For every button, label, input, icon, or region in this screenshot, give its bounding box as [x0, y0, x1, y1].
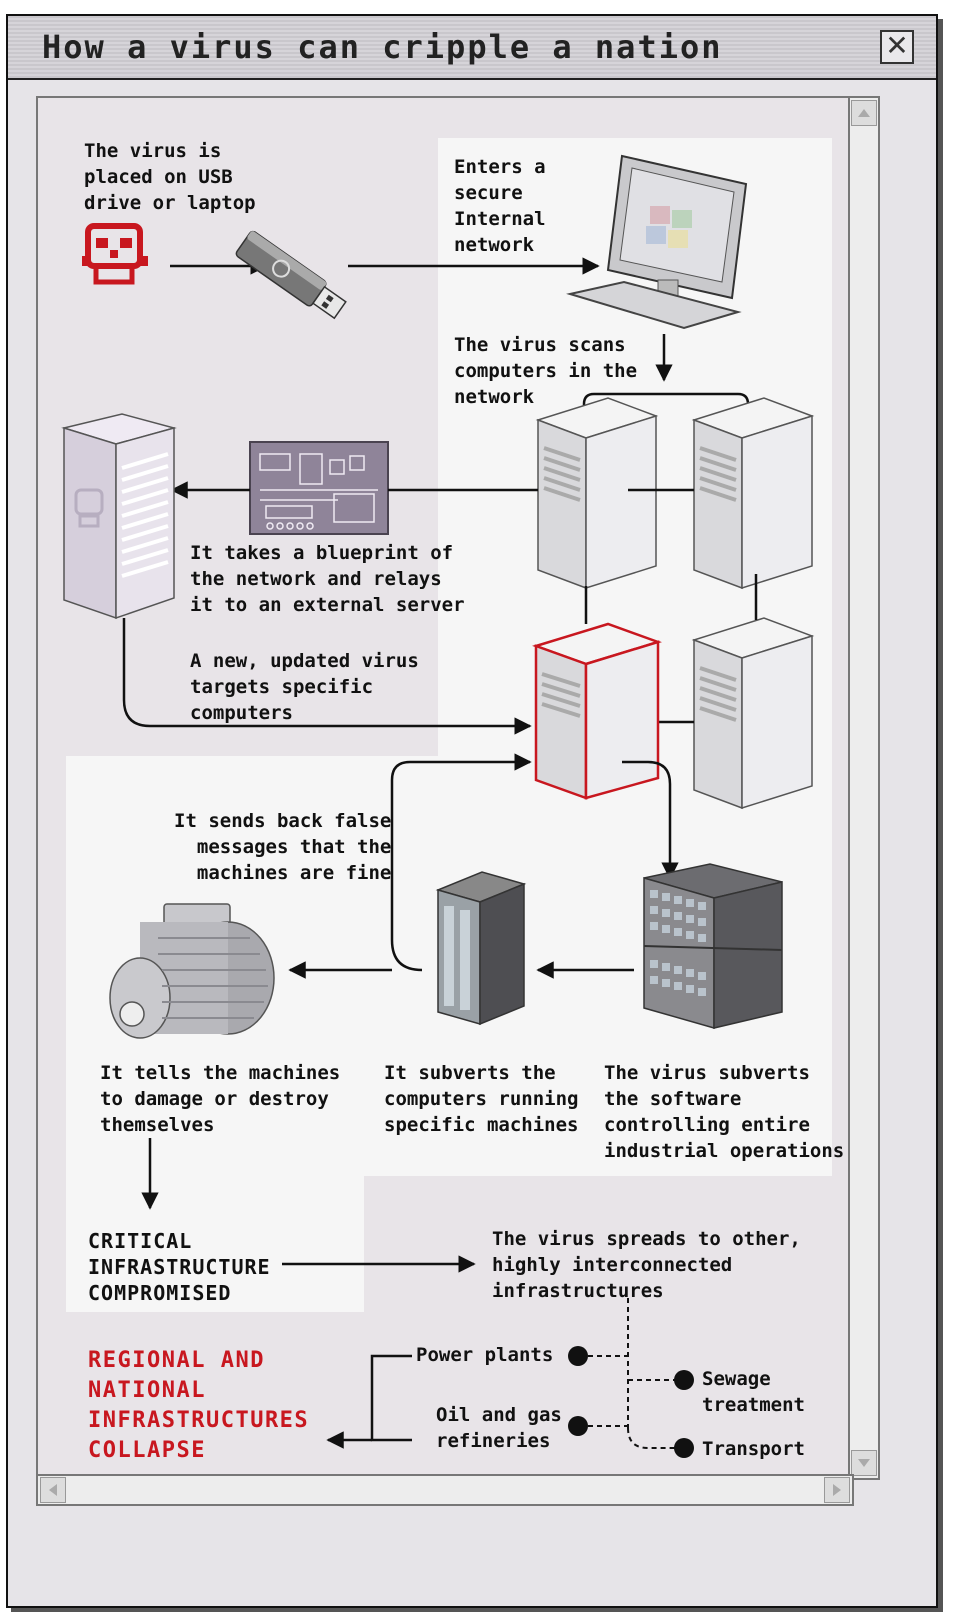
server-icon [692, 616, 814, 810]
title-bar[interactable]: How a virus can cripple a nation ✕ [8, 16, 936, 80]
skull-icon [82, 223, 148, 285]
scroll-right-button[interactable] [824, 1477, 850, 1503]
machine-computer-icon [435, 871, 527, 1026]
close-icon: ✕ [885, 29, 909, 62]
refineries-label: Oil and gas refineries [436, 1404, 562, 1452]
step-subverts-computers-label: It subverts the computers running specif… [384, 1062, 579, 1136]
server-icon [692, 396, 814, 590]
usb-drive-icon [235, 230, 347, 320]
flow-diagram [61, 154, 814, 1458]
refineries-node [568, 1416, 588, 1436]
triangle-left-icon [49, 1484, 57, 1496]
desktop-computer-icon [566, 154, 748, 330]
step-subverts-software-label: The virus subverts the software controll… [604, 1062, 845, 1162]
external-server-icon [61, 413, 177, 620]
critical-panel [66, 1176, 364, 1312]
critical-infrastructure-label: CRITICAL INFRASTRUCTURE COMPROMISED [88, 1229, 271, 1305]
transport-node [674, 1438, 694, 1458]
collapse-label: REGIONAL AND NATIONAL INFRASTRUCTURES CO… [88, 1348, 310, 1463]
window-title: How a virus can cripple a nation [42, 28, 723, 66]
sewage-label: Sewage treatment [702, 1368, 805, 1416]
triangle-down-icon [858, 1459, 870, 1467]
step-tells-label: It tells the machines to damage or destr… [100, 1062, 341, 1136]
diagram-canvas: The virus is placed on USB drive or lapt… [36, 96, 854, 1480]
close-button[interactable]: ✕ [880, 30, 914, 64]
step-enters-label: Enters a secure Internal network [454, 156, 546, 256]
scroll-up-button[interactable] [851, 100, 877, 126]
step-blueprint-label: It takes a blueprint of the network and … [190, 542, 465, 616]
scroll-down-button[interactable] [851, 1450, 877, 1476]
control-system-icon [643, 863, 783, 1029]
scroll-left-button[interactable] [40, 1477, 66, 1503]
motor-icon [109, 903, 275, 1039]
step-spreads-label: The virus spreads to other, highly inter… [492, 1228, 801, 1302]
blueprint-chip-icon [249, 441, 389, 535]
power-plants-node [568, 1346, 588, 1366]
server-icon [536, 396, 658, 590]
vertical-scrollbar[interactable] [848, 96, 880, 1480]
infected-server-icon [532, 622, 662, 800]
triangle-up-icon [858, 109, 870, 117]
step-new-virus-label: A new, updated virus targets specific co… [190, 650, 419, 724]
step-false-messages-label: It sends back false messages that the ma… [174, 810, 392, 884]
step-usb-label: The virus is placed on USB drive or lapt… [84, 140, 256, 214]
step-scans-label: The virus scans computers in the network [454, 334, 638, 408]
power-plants-label: Power plants [416, 1344, 554, 1366]
transport-label: Transport [702, 1438, 805, 1460]
triangle-right-icon [833, 1484, 841, 1496]
sewage-node [674, 1370, 694, 1390]
horizontal-scrollbar[interactable] [36, 1474, 854, 1506]
